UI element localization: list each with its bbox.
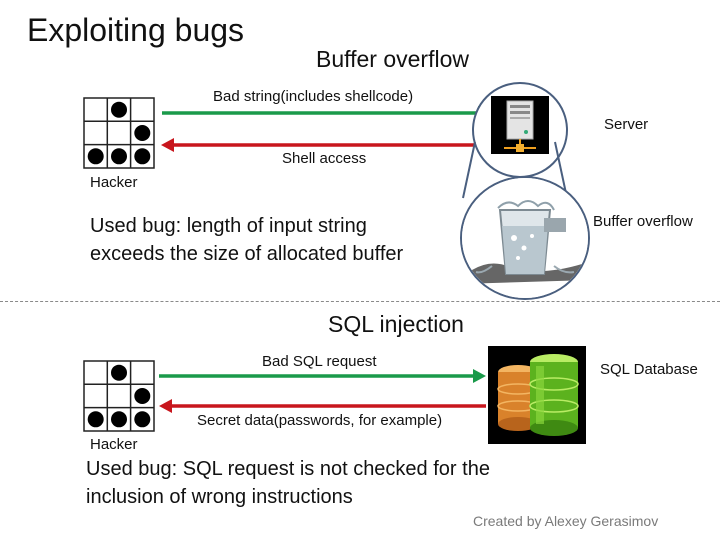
secret-data-label: Secret data(passwords, for example) [197, 412, 443, 429]
hacker-label-bottom: Hacker [90, 436, 138, 453]
section-divider [0, 301, 720, 302]
server-label: Server [604, 116, 649, 133]
buffer-overflow-note-line-1: Used bug: length of input string [90, 215, 367, 237]
slide-title: Exploiting bugs [27, 12, 245, 48]
shell-access-arrow [161, 138, 488, 152]
overflowing-glass-icon [462, 178, 588, 298]
sql-injection-note-line-2: inclusion of wrong instructions [86, 486, 353, 508]
buffer-overflow-label: Buffer overflow [593, 213, 693, 230]
shell-access-label: Shell access [282, 150, 367, 167]
buffer-overflow-heading: Buffer overflow [316, 46, 469, 72]
sql-injection-note-line-1: Used bug: SQL request is not checked for… [86, 458, 490, 480]
bad-string-label: Bad string(includes shellcode) [213, 88, 414, 105]
server-circle [472, 82, 568, 178]
bad-sql-request-arrow [159, 369, 486, 383]
bad-sql-request-label: Bad SQL request [262, 353, 377, 370]
buffer-overflow-note-line-2: exceeds the size of allocated buffer [90, 243, 404, 265]
credit-text: Created by Alexey Gerasimov [473, 513, 659, 529]
sql-injection-note: Used bug: SQL request is not checked for… [86, 455, 490, 511]
server-icon [491, 96, 549, 154]
buffer-overflow-circle [460, 176, 590, 300]
sql-injection-heading: SQL injection [328, 311, 464, 337]
bad-string-arrow [162, 106, 491, 120]
secret-data-arrow [159, 399, 486, 413]
glider-icon [83, 97, 155, 169]
glider-icon [83, 360, 155, 432]
sql-database-label: SQL Database [600, 361, 698, 378]
buffer-overflow-note: Used bug: length of input string exceeds… [90, 212, 403, 268]
database-icon [488, 346, 586, 444]
hacker-label-top: Hacker [90, 174, 138, 191]
